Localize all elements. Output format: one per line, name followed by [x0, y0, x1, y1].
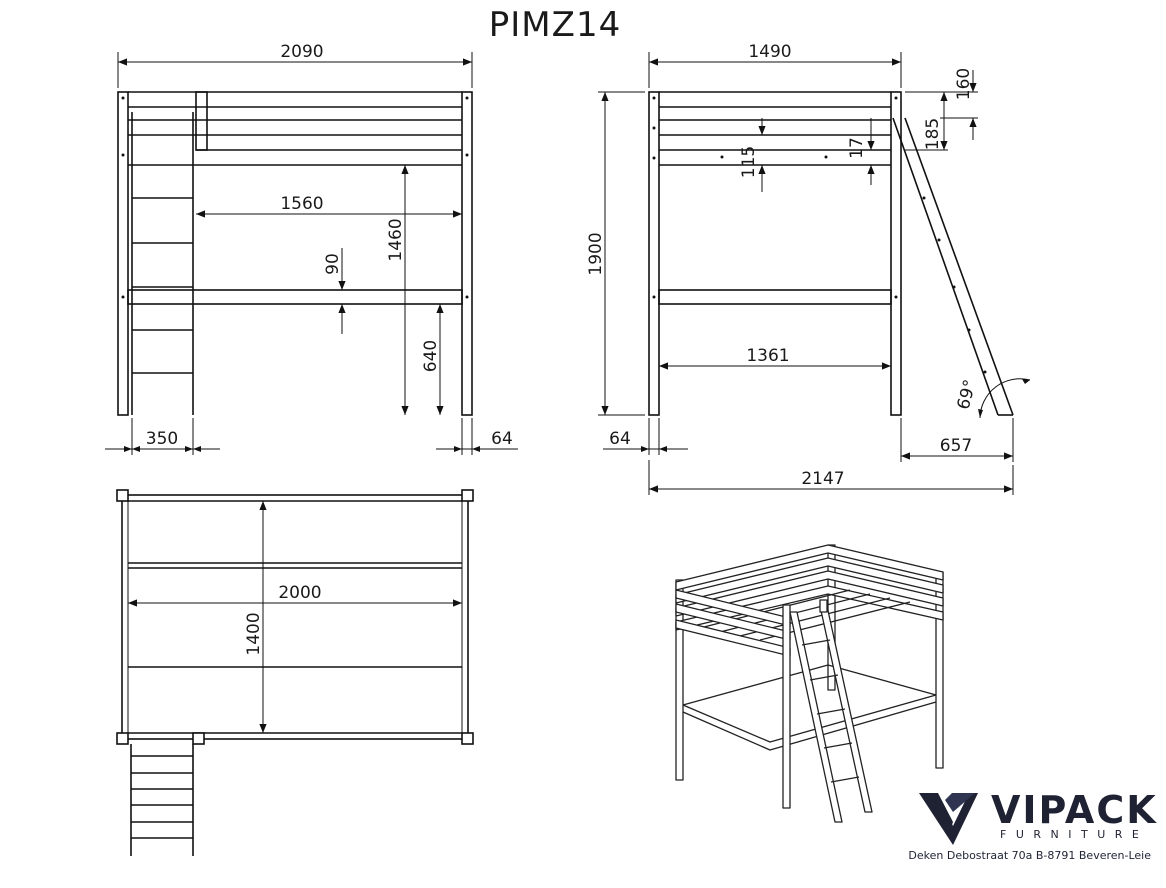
- brand-tagline: FURNITURE: [1000, 828, 1148, 841]
- dim-top-width: 1400: [244, 612, 264, 655]
- dim-side-total: 2147: [801, 469, 844, 489]
- dim-side-gap: 17: [847, 137, 867, 159]
- dim-front-clearance: 1460: [386, 218, 406, 261]
- top-view: 2000 1400: [116, 489, 474, 856]
- dim-front-ladder-width: 350: [146, 429, 178, 449]
- side-view: 1490 1900 160 185 17 115 1361 64: [586, 42, 1031, 495]
- dim-top-length: 2000: [278, 583, 321, 603]
- dim-side-height: 1900: [586, 232, 606, 275]
- dim-side-inner: 1361: [746, 346, 789, 366]
- side-ladder-rail-right: [904, 117, 1014, 416]
- dim-side-post: 64: [609, 429, 631, 449]
- top-frame: [121, 494, 469, 740]
- dim-side-width: 1490: [748, 42, 791, 62]
- brand-name: VIPACK: [991, 788, 1158, 832]
- dim-front-width: 2090: [280, 42, 323, 62]
- dim-side-ladder-angle: 69°: [954, 378, 981, 412]
- drawing-title: PIMZ14: [489, 5, 621, 45]
- side-ladder-rail-left: [892, 117, 999, 416]
- dim-side-ladder-offset: 657: [940, 436, 972, 456]
- front-left-post: [117, 91, 129, 416]
- dim-front-lower: 640: [421, 340, 441, 372]
- dim-side-rail: 185: [923, 118, 943, 150]
- dim-side-board: 115: [739, 146, 759, 178]
- brand-address: Deken Debostraat 70a B-8791 Beveren-Leie: [908, 849, 1151, 862]
- vipack-logo-icon: [919, 793, 978, 845]
- side-right-post: [890, 91, 902, 416]
- front-lower-beam: [127, 289, 463, 305]
- isometric-view: [675, 544, 944, 823]
- front-right-post: [461, 91, 473, 416]
- dim-front-beam: 90: [323, 253, 343, 275]
- dim-front-post: 64: [491, 429, 513, 449]
- ladder-guard: [195, 91, 208, 151]
- vipack-logo: VIPACK FURNITURE Deken Debostraat 70a B-…: [908, 788, 1158, 862]
- front-view: 2090 1560 1460 90 640 350 64: [105, 42, 518, 455]
- dim-side-rail-top: 160: [954, 68, 974, 100]
- dim-front-opening: 1560: [280, 194, 323, 214]
- side-lower-beam: [658, 289, 892, 305]
- side-left-post: [648, 91, 660, 416]
